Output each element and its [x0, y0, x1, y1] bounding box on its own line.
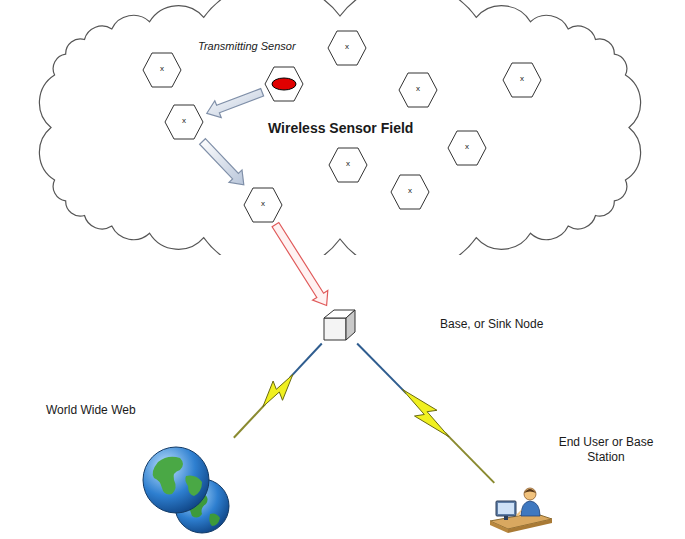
sensor-hexagon: x	[398, 72, 438, 108]
sensor-hexagon: x	[502, 62, 542, 98]
sink-node-cube: Base, or Sink Node	[322, 308, 356, 342]
globe-icon-outline	[140, 440, 235, 535]
uplink-arrow	[272, 223, 328, 306]
sensor-mark: x	[390, 185, 430, 197]
wireless-link	[357, 343, 494, 482]
end-user-icon: End User or Base Station	[488, 485, 554, 535]
sensor-hexagon: x	[328, 147, 368, 183]
node-label: World Wide Web	[46, 403, 136, 418]
sensor-mark: x	[447, 141, 487, 153]
sensor-mark: x	[164, 115, 204, 127]
sensor-mark: x	[327, 41, 367, 53]
sensor-hexagon: x	[142, 52, 182, 88]
hop-arrow	[207, 89, 264, 118]
hop-arrow	[200, 139, 244, 185]
end-user-icon-outline	[488, 485, 554, 535]
sensor-hexagon: x	[164, 104, 204, 140]
node-label: Base, or Sink Node	[440, 317, 543, 332]
sensor-hexagon: x	[327, 30, 367, 66]
sensor-hexagon: x	[243, 187, 283, 223]
sensor-hexagon: x	[447, 130, 487, 166]
transmitting-sensor-hexagon-outline	[264, 66, 304, 102]
sensor-hexagon: x	[390, 174, 430, 210]
sink-node-cube-outline	[322, 308, 356, 342]
sensor-mark: x	[243, 198, 283, 210]
sensor-mark: x	[142, 63, 182, 75]
globe-icon: World Wide Web	[140, 440, 235, 535]
sensor-mark: x	[398, 83, 438, 95]
wireless-link	[234, 343, 322, 437]
transmitting-sensor-hexagon: Transmitting Sensor	[264, 66, 304, 102]
field-title: Wireless Sensor Field	[268, 120, 413, 136]
sensor-mark: x	[502, 73, 542, 85]
node-label: End User or Base Station	[546, 435, 666, 465]
sensor-field-cloud: Wireless Sensor FieldxxTransmitting Sens…	[35, 0, 645, 255]
sensor-mark: x	[328, 158, 368, 170]
sensor-label: Transmitting Sensor	[198, 40, 296, 53]
